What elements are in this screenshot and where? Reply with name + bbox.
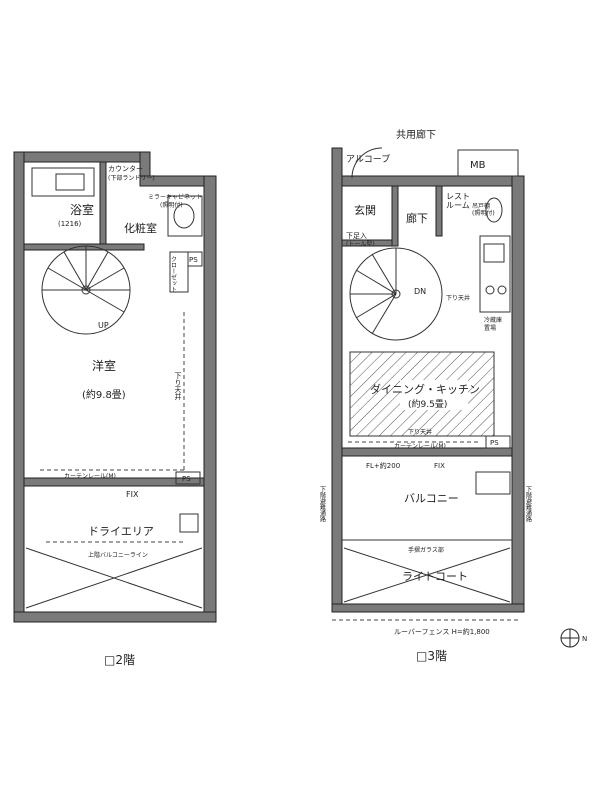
lowered-ceiling-label: 下り天井 [174,372,182,401]
window-wall-3 [341,447,513,457]
compass-label: N [582,635,587,643]
storage-label: 吊戸棚 [472,202,490,210]
wall-right-3 [511,175,525,611]
balcony-unit [475,471,511,495]
floor-3-plan: 共用廊下 アルコーブ MB 玄関 廊下 レスト ルーム 吊戸棚 (照明付) 下足… [319,128,532,636]
balcony-line-label: 上階バルコニーライン [88,551,148,559]
hallway-label: 廊下 [406,211,428,225]
closet-label: クローゼット [170,256,177,292]
dn-label: DN [414,287,426,296]
wall-restroom-left [435,185,443,237]
stove-burner-1 [485,285,495,295]
louver-fence-label: ルーバーフェンス H=約1,800 [394,627,490,636]
wall-bath-right [99,161,107,245]
wall-bath-bottom [23,243,145,251]
ps-label: PS [189,256,198,264]
rail-glass-label: 手摺ガラス部 [408,546,444,554]
fix-3-label: FIX [434,462,445,470]
powder-room-label: 化粧室 [124,221,157,235]
up-label: UP [98,321,109,330]
entrance-label: 玄関 [354,203,376,217]
ps-3-label: PS [490,439,499,447]
lowered-ceiling-3-label: 下り天井 [446,294,470,302]
compass-icon [560,628,580,648]
shoe-sub-label: (トール型) [346,240,375,248]
counter-sub-label: (下部ランドリー) [108,174,155,182]
mirror-sub-label: (照明付) [160,201,183,209]
ps-box-3 [485,435,511,449]
mb-label: MB [470,160,486,171]
mirror-cabinet-label: ミラーキャビネット [148,193,202,201]
corridor-label: 共用廊下 [396,128,436,141]
stove-burner-2 [497,285,507,295]
spiral-stair-3-treads [350,248,397,335]
ps2-box [175,471,201,485]
curtain-rail-label: カーテンレール(M) [64,473,116,480]
wall-bottom-3 [331,603,525,613]
alcove-door-swing [351,147,383,179]
bathtub-panel [55,173,85,191]
wall-top-left [13,151,149,163]
restroom2-label: ルーム [446,201,470,210]
shoe-box-label: 下足入 [346,232,367,240]
ps2-label: PS [182,475,191,483]
wall-right [203,175,217,621]
wall-left-3 [331,147,343,611]
fridge-label: 冷蔵庫 [484,316,502,324]
fl-label: FL+約200 [366,461,400,470]
dry-area-label: ドライエリア [88,525,154,538]
wall-top-3 [341,175,525,187]
alcove-label: アルコーブ [346,153,390,165]
dining-label-bg [400,380,468,410]
floor-3-caption: □3階 [416,648,447,663]
washbasin [173,203,195,229]
evac-left-label: 下階避難通路 [319,486,326,523]
restroom-label: レスト [446,192,470,201]
kitchen-counter [479,235,511,313]
spiral-stair-treads [42,246,130,313]
counter-label: カウンター [108,164,143,173]
storage-sub-label: (照明付) [472,209,495,217]
mb-box [457,149,519,177]
dining-kitchen-label: ダイニング・キッチン [370,382,480,396]
fridge2-label: 置場 [484,324,496,332]
balcony-label: バルコニー [404,492,459,505]
sink [483,243,505,263]
lowered-ceiling-3b-label: 下り天井 [408,428,432,436]
curtain-rail-3-label: カーテンレール(M) [394,443,446,450]
western-size-label: (約9.8畳) [82,388,126,401]
bath-size-label: (1216) [58,220,82,228]
floor-2-plan: 浴室 (1216) カウンター (下部ランドリー) ミラーキャビネット (照明付… [13,151,217,623]
ps-box [187,251,203,267]
wall-left [13,151,25,621]
dry-area-cross-2 [25,547,203,609]
wall-bottom [13,611,217,623]
bath-label: 浴室 [70,202,94,217]
light-court-cross-2 [343,547,511,603]
closet-box [169,251,189,293]
drain-grate [179,513,199,533]
fix-label: FIX [126,490,139,499]
washbasin-counter [167,195,203,237]
evac-right-label: 下階避難通路 [525,486,532,523]
bathtub [31,167,95,197]
dk-size-label: (約9.5畳) [408,398,447,410]
window-wall [23,477,205,487]
toilet [485,197,503,223]
floor-2-caption: □2階 [104,652,135,667]
western-room-label: 洋室 [92,358,116,373]
light-court-label: ライトコート [402,570,468,583]
wall-entrance-right [391,185,399,247]
